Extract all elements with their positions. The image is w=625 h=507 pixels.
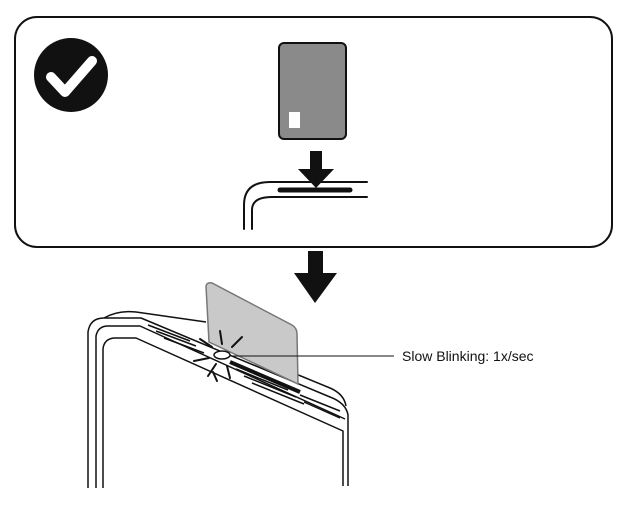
card-chip xyxy=(289,112,300,128)
card-slot-detail xyxy=(243,181,368,230)
correct-insertion-panel xyxy=(14,16,613,248)
callout-label: Slow Blinking: 1x/sec xyxy=(402,348,534,364)
inserted-card xyxy=(205,282,301,394)
arrow-down-icon xyxy=(298,151,334,188)
blink-callout: Slow Blinking: 1x/sec xyxy=(232,348,534,364)
smart-card xyxy=(278,42,347,140)
arrow-down-icon xyxy=(294,251,337,303)
blinking-light-icon xyxy=(193,330,243,382)
checkmark-circle-icon xyxy=(34,38,108,112)
reader-device xyxy=(87,310,349,488)
